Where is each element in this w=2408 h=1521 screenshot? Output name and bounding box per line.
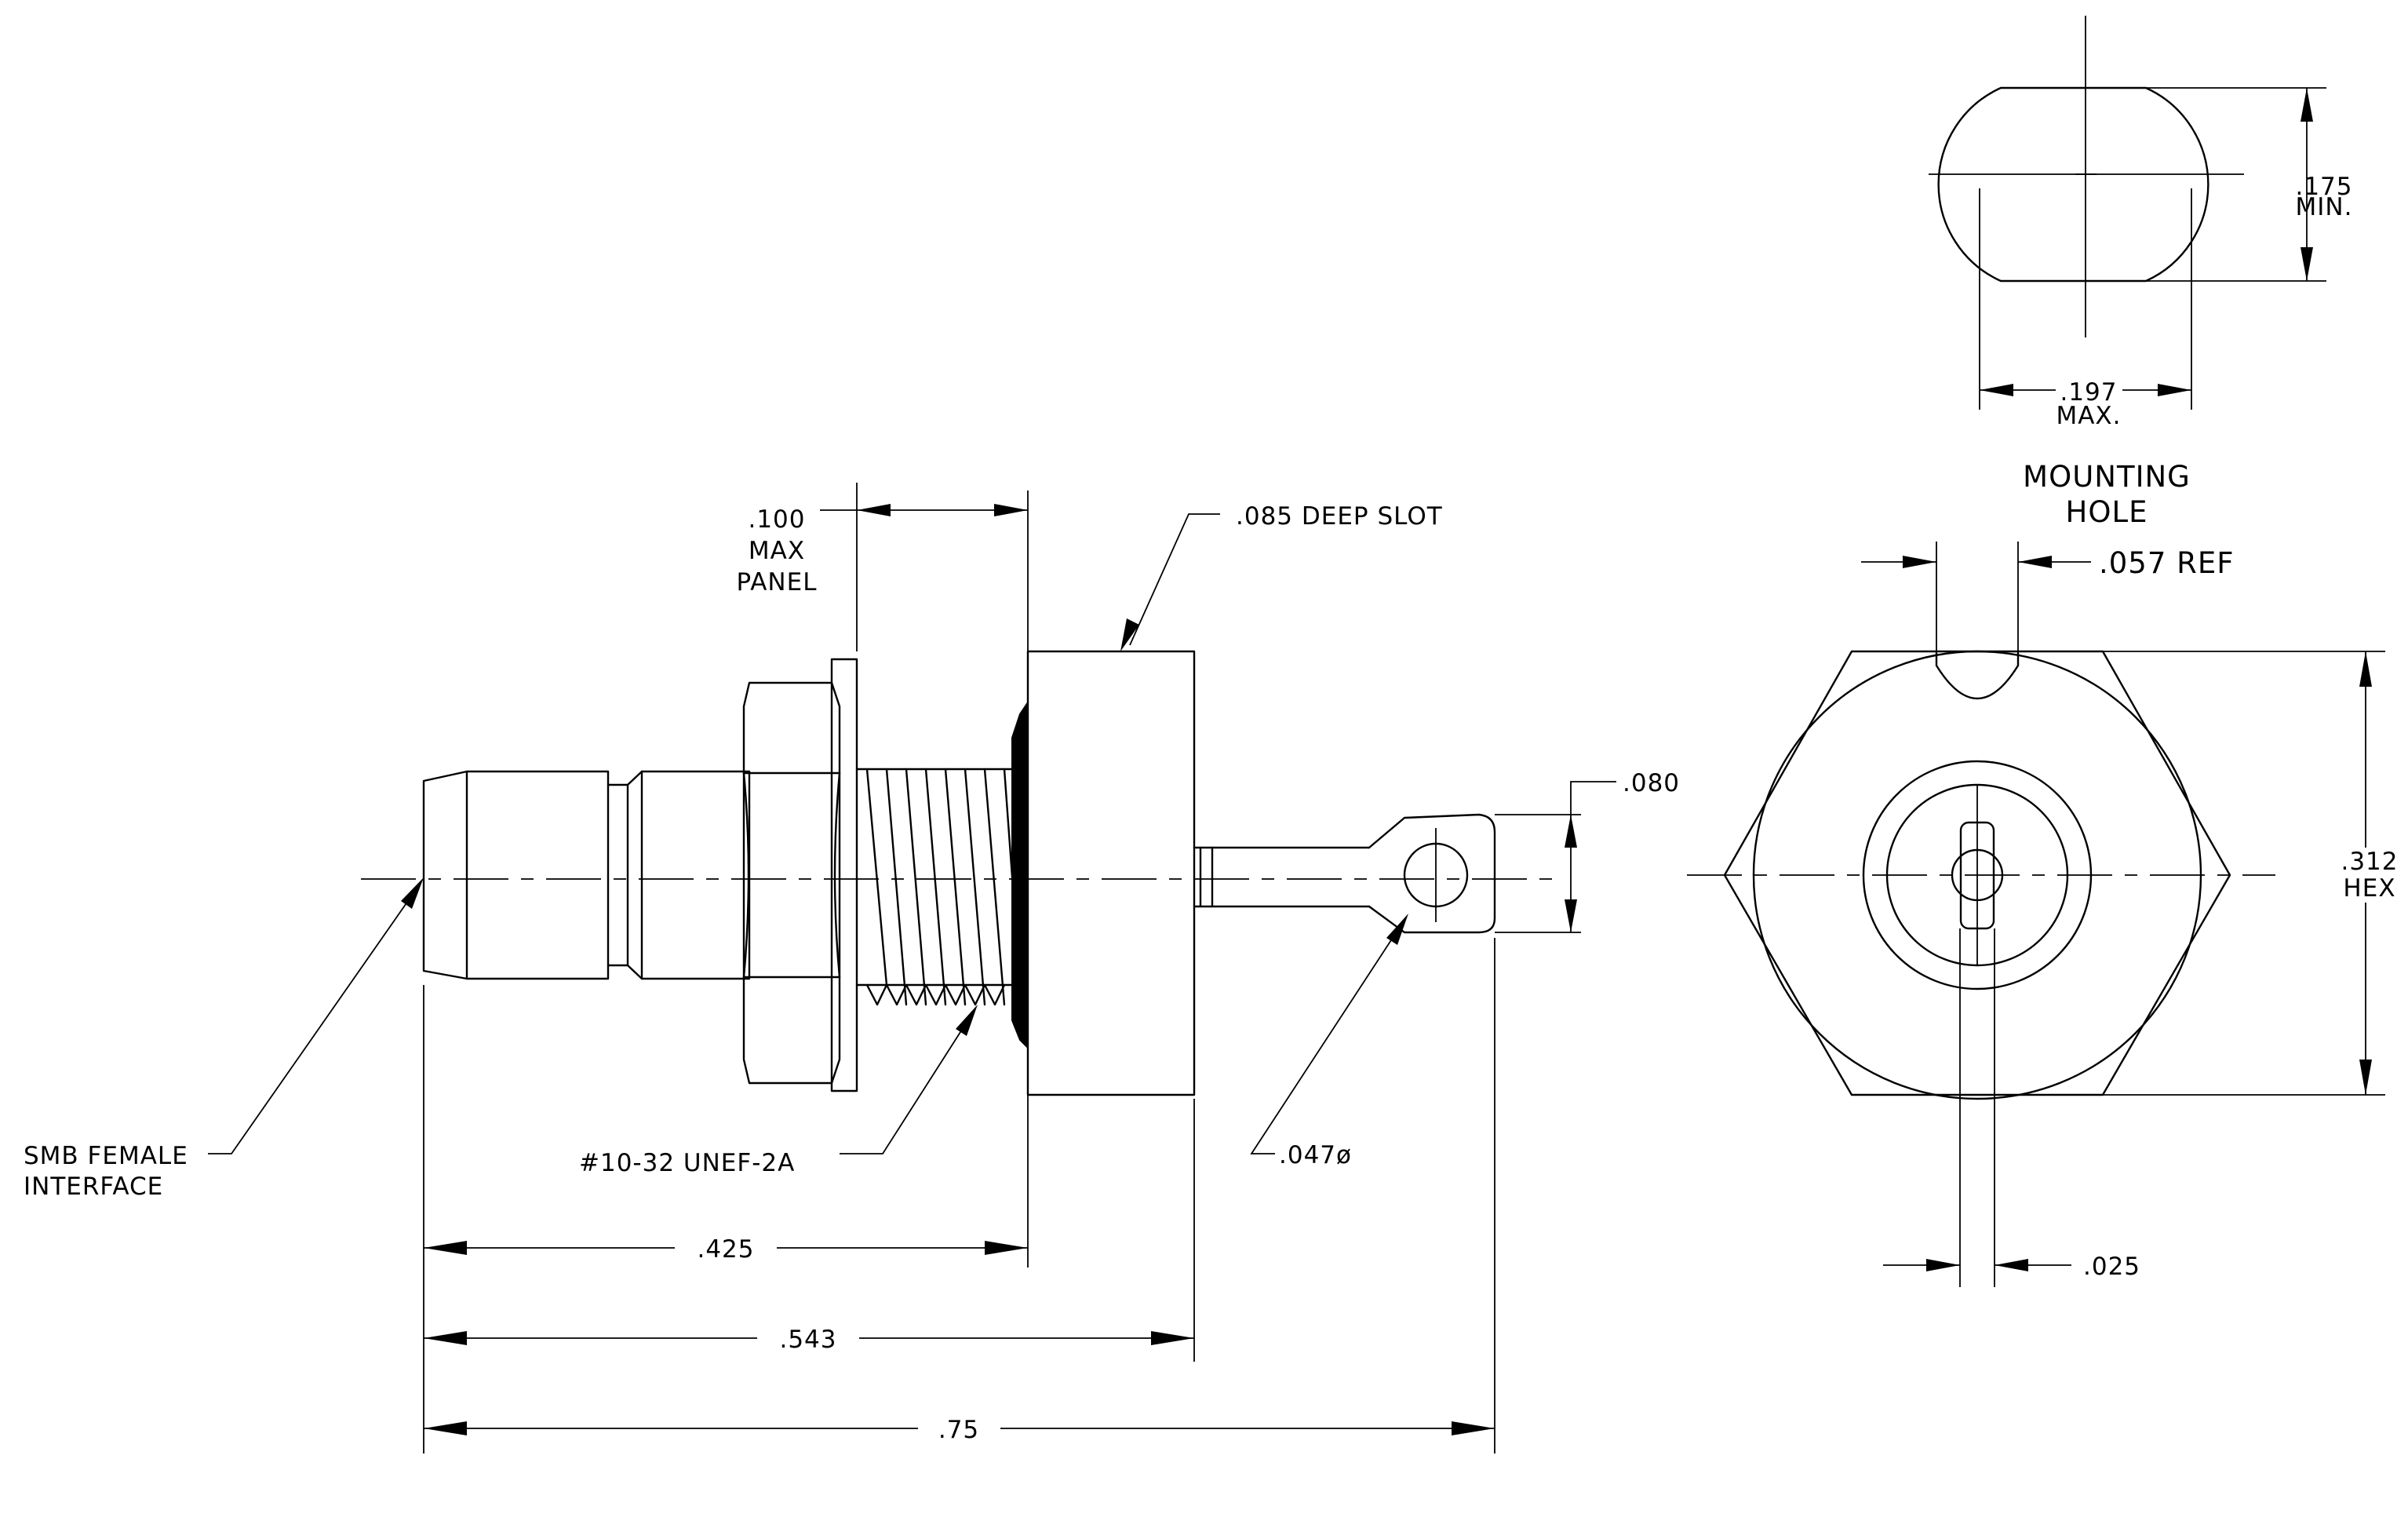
dim-pin-width: .080 bbox=[1495, 769, 1680, 933]
leader-thread: #10-32 UNEF-2A bbox=[579, 1005, 978, 1177]
dim-75-label: .75 bbox=[938, 1416, 979, 1444]
mounting-hole-view: .175 MIN. .197 MAX. MOUNTING HOLE bbox=[1929, 16, 2353, 529]
o-ring-gasket bbox=[1011, 699, 1029, 1050]
body-circle bbox=[1752, 650, 2202, 1100]
leader-smb: SMB FEMALE INTERFACE bbox=[24, 877, 424, 1201]
smb-label-1: SMB FEMALE bbox=[24, 1142, 188, 1170]
leader-slot: .085 DEEP SLOT bbox=[1120, 502, 1443, 651]
hex-nut bbox=[742, 681, 841, 1085]
slot-notch bbox=[1935, 651, 2020, 700]
threaded-body bbox=[855, 768, 1022, 1006]
slot-label: .085 DEEP SLOT bbox=[1236, 502, 1443, 531]
panel-label-3: PANEL bbox=[737, 568, 818, 596]
hole-dia-label: .047ø bbox=[1279, 1141, 1352, 1169]
hole-height-label-2: MIN. bbox=[2296, 193, 2353, 221]
inner-ring-outer bbox=[1862, 760, 2093, 990]
pin-label: .025 bbox=[2083, 1253, 2140, 1281]
dim-75: .75 bbox=[424, 1416, 1495, 1444]
hex-label-1: .312 bbox=[2341, 848, 2398, 876]
dim-panel: .100 MAX PANEL bbox=[737, 483, 1029, 1268]
dim-543: .543 bbox=[424, 1326, 1194, 1354]
panel-washer bbox=[830, 658, 858, 1092]
leader-hole: .047ø bbox=[1250, 914, 1408, 1169]
mounting-hole-title-1: MOUNTING bbox=[2023, 460, 2191, 494]
dim-hex: .312 HEX bbox=[2103, 651, 2398, 1096]
dim-pin: .025 bbox=[1883, 1253, 2140, 1281]
mounting-hole-title-2: HOLE bbox=[2066, 495, 2148, 529]
hex-outline bbox=[1723, 650, 2231, 1096]
dim-ref: .057 REF bbox=[1861, 542, 2235, 651]
ref-label: .057 REF bbox=[2099, 546, 2235, 580]
dim-425-label: .425 bbox=[697, 1235, 754, 1264]
smb-barrel bbox=[422, 770, 751, 980]
panel-label-2: MAX bbox=[749, 537, 805, 565]
dim-hole-width: .197 MAX. bbox=[1979, 188, 2192, 430]
hole-width-label-1: .197 bbox=[2060, 378, 2117, 407]
thread-label: #10-32 UNEF-2A bbox=[579, 1149, 795, 1177]
dim-425: .425 bbox=[424, 1235, 1028, 1264]
smb-label-2: INTERFACE bbox=[24, 1173, 163, 1201]
pin-shaft bbox=[1193, 846, 1371, 908]
hole-width-label-2: MAX. bbox=[2056, 402, 2121, 430]
dim-hole-height: .175 MIN. bbox=[2103, 87, 2353, 282]
hex-label-2: HEX bbox=[2343, 874, 2395, 903]
hole-height-label-1: .175 bbox=[2295, 173, 2352, 201]
dim-543-label: .543 bbox=[779, 1326, 836, 1354]
pin-width-label: .080 bbox=[1623, 769, 1680, 797]
rear-body bbox=[1026, 650, 1196, 1096]
side-view: .100 MAX PANEL .085 DEEP SLOT .080 SMB F… bbox=[24, 483, 1680, 1454]
solder-eyelet bbox=[1368, 813, 1496, 934]
end-view: .057 REF .312 HEX .025 bbox=[1687, 542, 2398, 1287]
panel-label-1: .100 bbox=[748, 505, 805, 534]
